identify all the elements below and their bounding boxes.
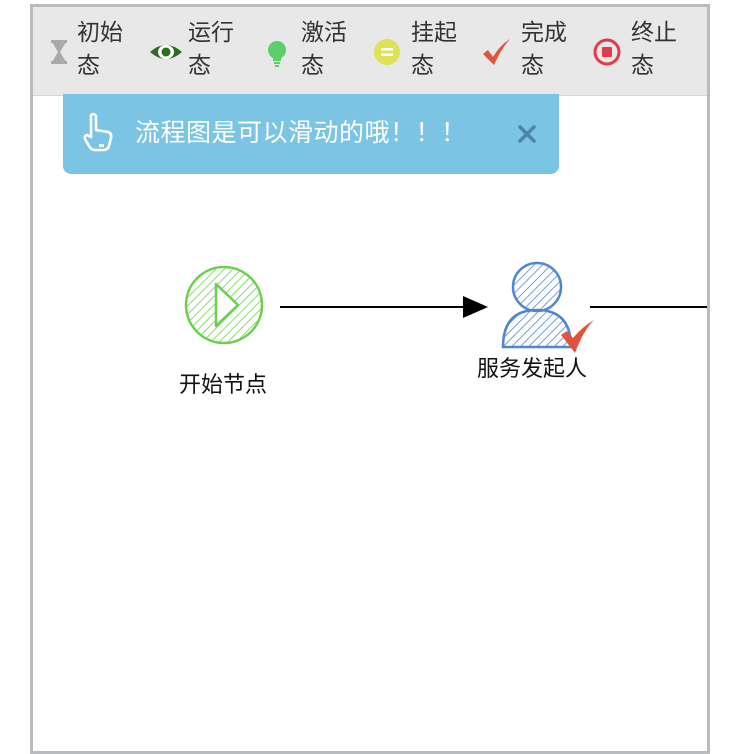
flow-viewer[interactable]: 初始态 运行态 激活态 挂起态	[30, 4, 710, 754]
toast-message: 流程图是可以滑动的哦！！！	[135, 118, 467, 147]
legend-terminated-label: 终止态	[631, 20, 677, 79]
status-legend: 初始态 运行态 激活态 挂起态	[33, 7, 707, 96]
pointing-hand-icon	[83, 112, 113, 152]
checkmark-icon	[561, 320, 594, 353]
user-icon	[501, 261, 573, 349]
legend-active-label: 激活态	[301, 20, 347, 79]
lightbulb-icon	[268, 41, 286, 67]
start-node-label: 开始节点	[179, 373, 268, 398]
legend-suspended-label: 挂起态	[411, 20, 457, 79]
flow-canvas[interactable]	[33, 95, 707, 745]
flow-node-initiator[interactable]	[501, 261, 594, 353]
flow-node-start[interactable]	[184, 265, 264, 345]
scroll-hint-toast: 流程图是可以滑动的哦！！！	[63, 94, 559, 174]
equals-circle-icon	[374, 39, 400, 65]
legend-initial-label: 初始态	[77, 20, 123, 79]
play-circle-icon	[184, 265, 264, 345]
flow-edge-start-to-initiator	[280, 296, 488, 318]
close-icon[interactable]	[515, 122, 539, 146]
legend-running-label: 运行态	[188, 20, 234, 79]
checkmark-icon	[483, 39, 510, 65]
stop-circle-icon	[593, 38, 621, 66]
eye-icon	[150, 45, 182, 59]
legend-done-label: 完成态	[521, 20, 567, 79]
initiator-node-label: 服务发起人	[477, 357, 588, 382]
hourglass-icon	[51, 40, 67, 64]
